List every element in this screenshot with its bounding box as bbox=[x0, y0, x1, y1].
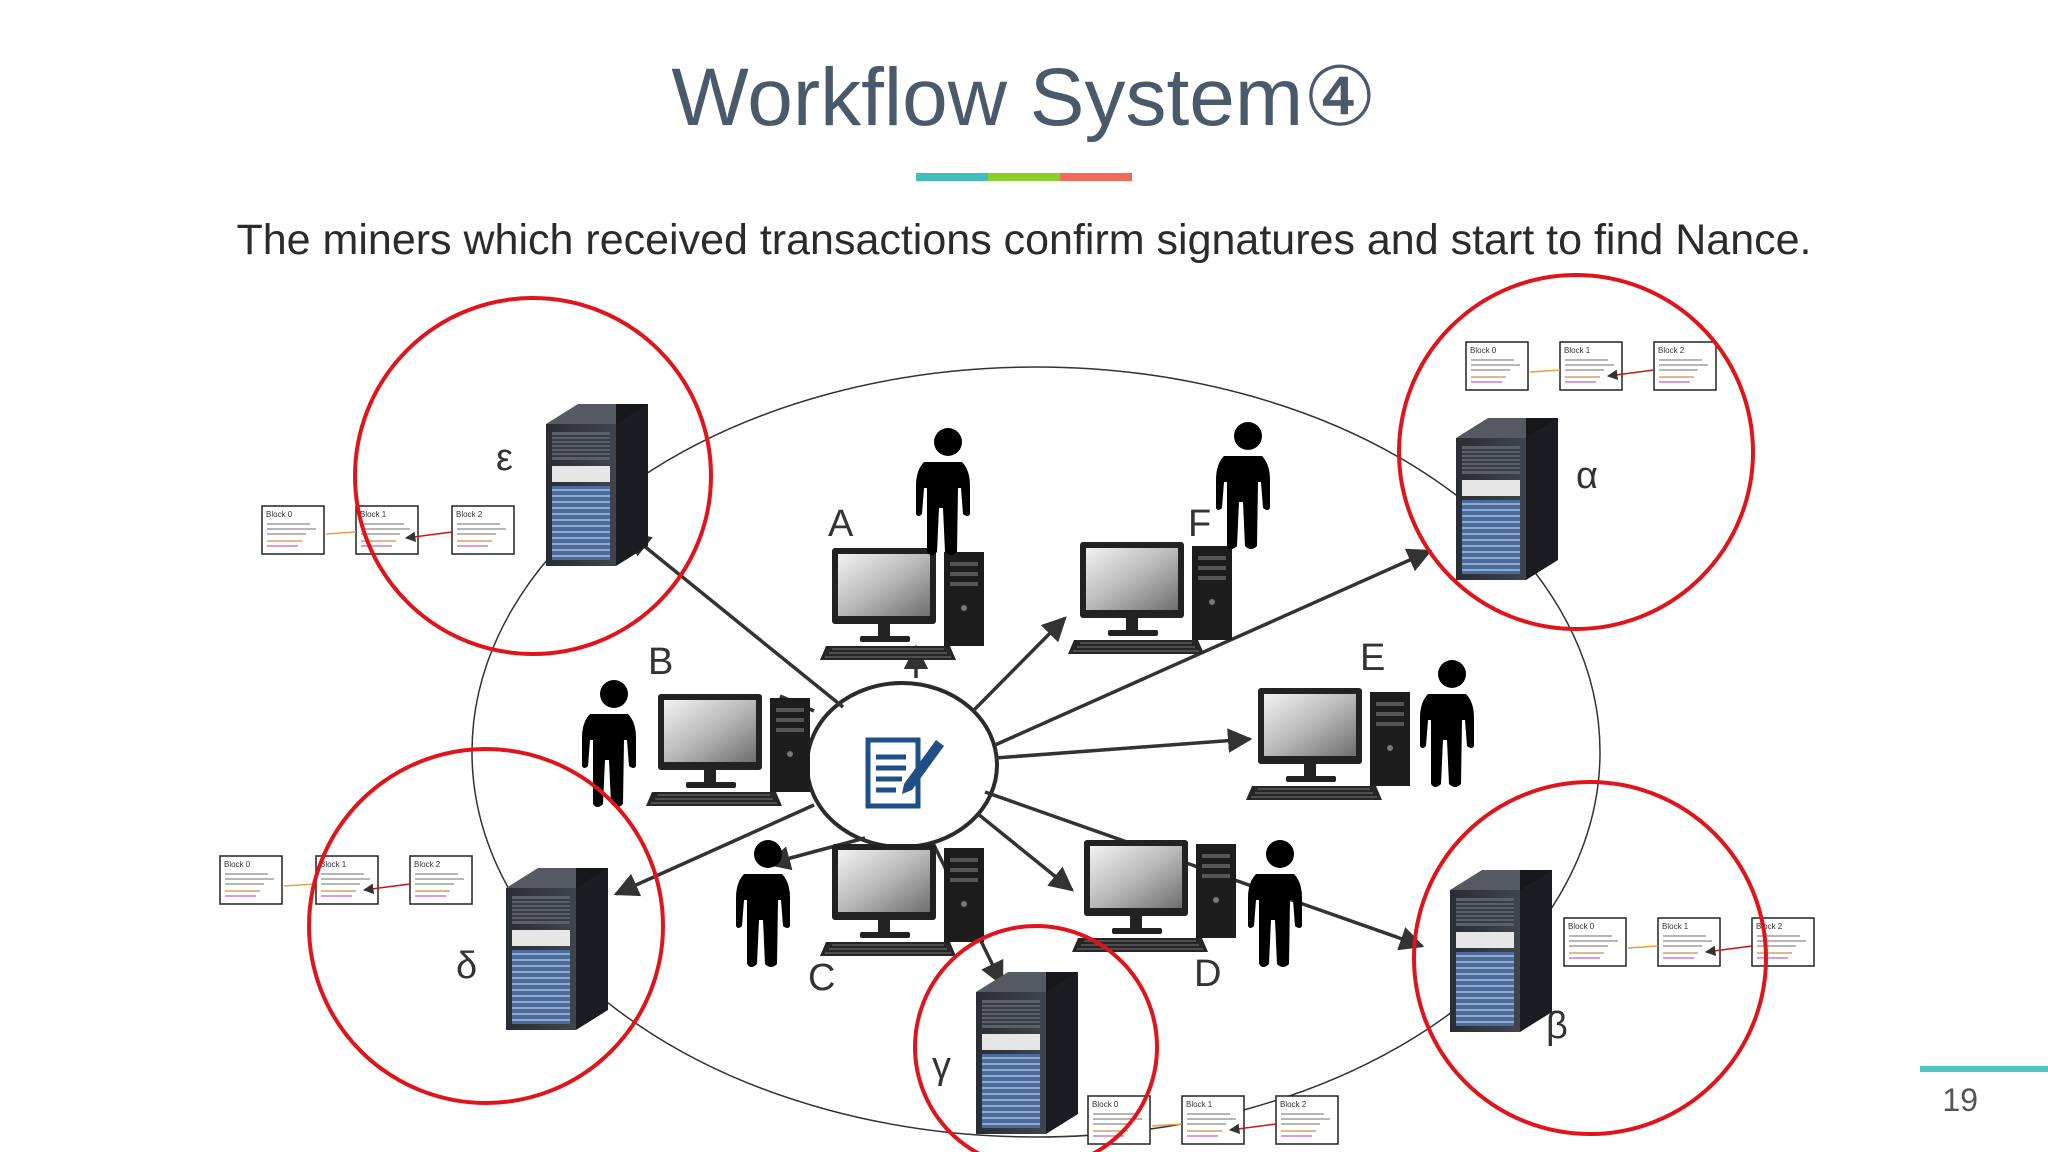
arrow-to-alpha bbox=[994, 548, 1433, 747]
user-label-B: B bbox=[648, 641, 673, 683]
person-icon bbox=[1216, 422, 1270, 549]
person-icon bbox=[582, 680, 636, 807]
user-B: B bbox=[582, 641, 811, 807]
blockchain-delta: Block 0 Block 1 Block 2 bbox=[219, 855, 473, 905]
title-underline bbox=[916, 173, 1132, 181]
arrow-to-epsilon bbox=[626, 531, 845, 709]
block-label: Block 1 bbox=[1564, 346, 1591, 355]
block-label: Block 0 bbox=[224, 860, 251, 869]
underline-seg-3 bbox=[1060, 173, 1132, 181]
title-text: Workflow System bbox=[671, 52, 1304, 143]
block-label: Block 2 bbox=[456, 510, 483, 519]
user-F: F bbox=[1067, 422, 1270, 655]
miner-delta: Block 0 Block 1 Block 2 δ bbox=[219, 747, 665, 1105]
blockchain-epsilon: Block 0 Block 1 Block 2 bbox=[261, 505, 515, 555]
block-label: Block 0 bbox=[1568, 922, 1595, 931]
arrow-to-delta bbox=[613, 803, 815, 897]
miner-label-delta: δ bbox=[456, 945, 477, 987]
arrow-to-D bbox=[976, 812, 1074, 892]
arrow-to-F bbox=[971, 616, 1067, 713]
user-A: A bbox=[819, 428, 985, 661]
user-label-C: C bbox=[808, 957, 835, 999]
block-label: Block 1 bbox=[320, 860, 347, 869]
user-label-A: A bbox=[828, 503, 854, 545]
miner-alpha: Block 0 Block 1 Block 2 α bbox=[1397, 273, 1755, 631]
block-label: Block 1 bbox=[360, 510, 387, 519]
center-hub bbox=[805, 681, 999, 849]
miner-circle-beta bbox=[1412, 780, 1768, 1136]
block-label: Block 2 bbox=[1280, 1100, 1307, 1109]
block-label: Block 0 bbox=[1470, 346, 1497, 355]
miner-circle-alpha bbox=[1397, 273, 1755, 631]
document-signing-icon bbox=[865, 737, 944, 809]
miner-label-gamma: γ bbox=[932, 1045, 951, 1087]
block-label: Block 2 bbox=[1756, 922, 1783, 931]
person-icon bbox=[916, 428, 970, 555]
slide-title: Workflow System④ bbox=[0, 50, 2048, 145]
arrow-to-E bbox=[994, 728, 1253, 760]
person-icon bbox=[1248, 840, 1302, 967]
blockchain-beta: Block 0 Block 1 Block 2 bbox=[1563, 917, 1815, 967]
user-E: E bbox=[1245, 637, 1474, 801]
block-label: Block 0 bbox=[266, 510, 293, 519]
miner-beta: Block 0 Block 1 Block 2 β bbox=[1412, 780, 1815, 1136]
user-D: D bbox=[1071, 839, 1302, 995]
block-label: Block 1 bbox=[1662, 922, 1689, 931]
miner-circle-delta bbox=[307, 747, 665, 1105]
network-ellipse bbox=[471, 366, 1601, 1138]
block-label: Block 2 bbox=[414, 860, 441, 869]
user-label-F: F bbox=[1188, 503, 1211, 545]
miner-label-epsilon: ε bbox=[496, 437, 513, 479]
block-label: Block 1 bbox=[1186, 1100, 1213, 1109]
slide-subtitle: The miners which received transactions c… bbox=[236, 216, 1812, 264]
person-icon bbox=[1420, 660, 1474, 787]
page-accent-bar bbox=[1920, 1066, 2048, 1072]
block-label: Block 2 bbox=[1658, 346, 1685, 355]
arrow-to-C bbox=[765, 836, 866, 871]
blockchain-gamma: Block 0 Block 1 Block 2 bbox=[1087, 1095, 1339, 1145]
underline-seg-1 bbox=[916, 173, 988, 181]
miner-circle-epsilon bbox=[353, 296, 713, 656]
miner-gamma: Block 0 Block 1 Block 2 γ bbox=[913, 924, 1339, 1152]
block-label: Block 0 bbox=[1092, 1100, 1119, 1109]
blockchain-alpha: Block 0 Block 1 Block 2 bbox=[1465, 341, 1717, 391]
miner-label-beta: β bbox=[1546, 1005, 1568, 1047]
user-C: C bbox=[736, 840, 985, 999]
user-label-D: D bbox=[1194, 953, 1221, 995]
miner-label-alpha: α bbox=[1576, 455, 1598, 497]
title-step-number: ④ bbox=[1303, 52, 1377, 143]
page-number: 19 bbox=[1942, 1082, 1978, 1118]
miner-circle-gamma bbox=[913, 924, 1159, 1152]
user-label-E: E bbox=[1360, 637, 1385, 679]
miner-epsilon: Block 0 Block 1 Block 2 ε bbox=[261, 296, 713, 656]
underline-seg-2 bbox=[988, 173, 1060, 181]
